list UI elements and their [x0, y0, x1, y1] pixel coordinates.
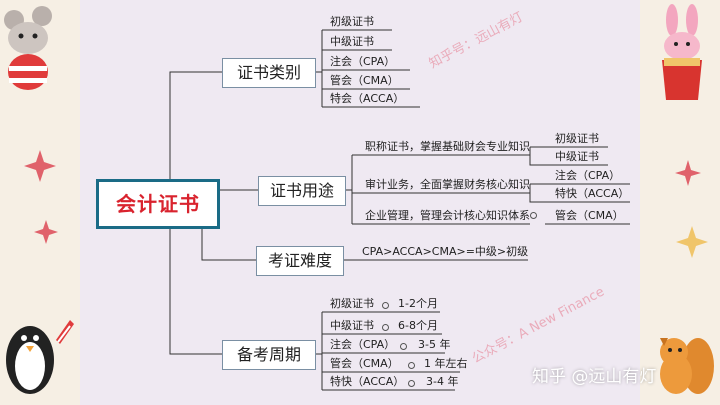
difficulty-node: 考证难度 [256, 246, 344, 276]
root-node: 会计证书 [96, 179, 220, 229]
period-cert: 注会（CPA） [330, 338, 396, 351]
category-item: 注会（CPA） [330, 55, 396, 68]
mouse-sticker-icon [4, 6, 52, 90]
usage-cert: 初级证书 [555, 132, 599, 145]
period-time: 1-2个月 [398, 297, 438, 310]
category-node: 证书类别 [222, 58, 316, 88]
bullet-circle-icon [382, 324, 389, 331]
bullet-circle-icon [382, 302, 389, 309]
period-cert: 管会（CMA） [330, 357, 399, 370]
period-time: 3-4 年 [426, 375, 459, 388]
usage-desc: 审计业务，全面掌握财务核心知识 [365, 178, 530, 191]
difficulty-text: CPA>ACCA>CMA>=中级>初级 [362, 245, 529, 258]
squirrel-sticker-icon [660, 338, 714, 394]
category-item: 中级证书 [330, 35, 374, 48]
usage-desc: 职称证书，掌握基础财会专业知识 [365, 140, 530, 153]
period-cert: 初级证书 [330, 297, 374, 310]
period-time: 1 年左右 [424, 357, 468, 370]
bullet-circle-icon [400, 343, 407, 350]
sparkle-icon [675, 160, 708, 258]
period-cert: 中级证书 [330, 319, 374, 332]
usage-cert: 注会（CPA） [555, 169, 621, 182]
usage-node: 证书用途 [258, 176, 346, 206]
sparkle-icon [24, 150, 58, 244]
period-cert: 特快（ACCA） [330, 375, 405, 388]
usage-cert: 中级证书 [555, 150, 599, 163]
period-node: 备考周期 [222, 340, 316, 370]
category-item: 初级证书 [330, 15, 374, 28]
author-credit: 知乎 @远山有灯 [532, 367, 657, 387]
bunny-sticker-icon [662, 4, 702, 100]
penguin-sticker-icon [6, 320, 74, 394]
category-item: 管会（CMA） [330, 74, 399, 87]
period-time: 3-5 年 [418, 338, 451, 351]
bullet-circle-icon [408, 362, 415, 369]
bullet-circle-icon [530, 212, 537, 219]
usage-desc: 企业管理，管理会计核心知识体系 [365, 209, 530, 222]
category-item: 特会（ACCA） [330, 92, 405, 105]
period-time: 6-8个月 [398, 319, 438, 332]
usage-cert: 特快（ACCA） [555, 187, 630, 200]
usage-cert: 管会（CMA） [555, 209, 624, 222]
bullet-circle-icon [408, 380, 415, 387]
